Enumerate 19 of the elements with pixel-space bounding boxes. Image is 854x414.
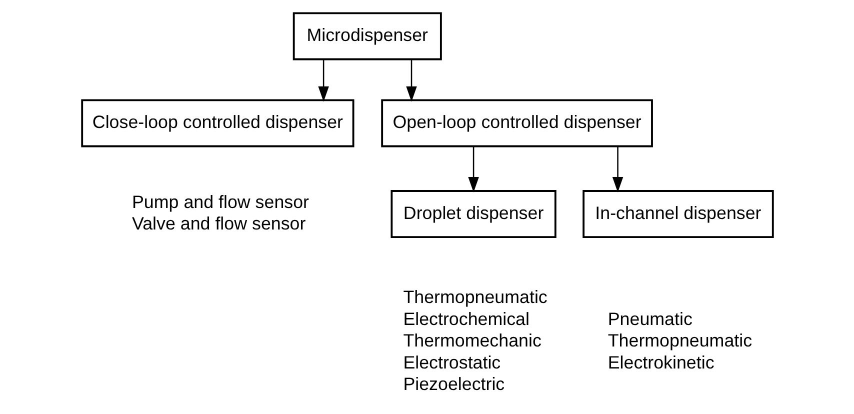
node-box: Open-loop controlled dispenser xyxy=(380,99,652,148)
node-box: Close-loop controlled dispenser xyxy=(80,99,354,148)
node-label: Thermopneumatic xyxy=(402,287,547,308)
node-box: Microdispenser xyxy=(292,12,442,60)
arrow xyxy=(612,146,623,192)
node-label: Thermomechanic xyxy=(402,330,541,351)
arrow xyxy=(318,60,328,102)
arrow xyxy=(468,146,478,192)
node-box: In-channel dispenser xyxy=(582,190,774,238)
node-label: Pump and flow sensor xyxy=(132,192,309,212)
node-label: Piezoelectric xyxy=(402,374,504,394)
node-box: Droplet dispenser xyxy=(390,190,556,238)
arrow xyxy=(406,60,416,102)
node-label: Pneumatic xyxy=(607,308,692,329)
node-label: Electrokinetic xyxy=(607,352,714,372)
node-label: Electrostatic xyxy=(402,352,500,372)
node-label: Thermopneumatic xyxy=(607,330,752,351)
node-label: Valve and flow sensor xyxy=(132,214,306,234)
node-label: Electrochemical xyxy=(402,308,529,329)
